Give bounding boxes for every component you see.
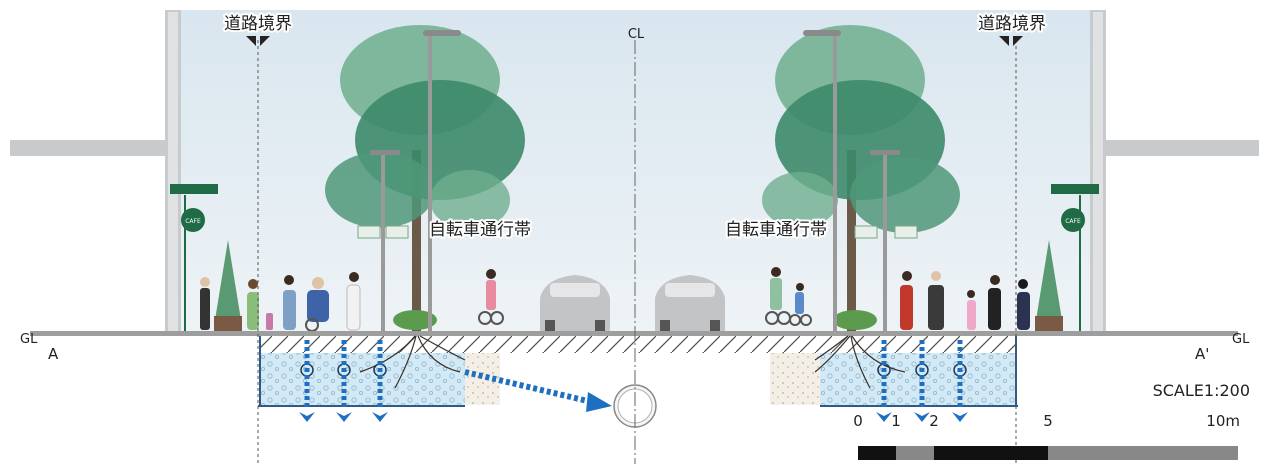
building-right: CAFE — [1051, 10, 1259, 332]
cyclists-right — [765, 267, 812, 326]
scale-segment — [934, 446, 1048, 460]
bike-lane-label-right: 自転車通行帯 — [725, 220, 827, 240]
street-light-right — [803, 30, 918, 332]
street-light-left — [357, 30, 461, 332]
bike-lane-label-left: 自転車通行帯 — [429, 220, 531, 240]
building-left: CAFE — [10, 10, 218, 332]
section-label-right: A' — [1195, 345, 1209, 363]
cafe-sign-text-right: CAFE — [1065, 218, 1081, 225]
scale-segment — [858, 446, 896, 460]
infiltration-zone-left — [260, 353, 465, 405]
scale-tick-label: 10m — [1206, 412, 1240, 430]
boundary-label-left: 道路境界 — [224, 14, 292, 34]
tree-roots-right — [814, 335, 906, 389]
tree-left — [325, 25, 525, 332]
awning-left — [170, 184, 218, 194]
scale-bar: 0 1 2 5 10m — [853, 412, 1240, 460]
sky-background — [165, 10, 1091, 332]
tree-roots-left — [359, 335, 466, 389]
centerline-label: CL — [628, 27, 645, 42]
gl-label-right: GL — [1232, 332, 1250, 347]
scale-segment — [896, 446, 934, 460]
pedestrians-left — [200, 272, 361, 332]
cafe-sign-right — [1061, 208, 1085, 232]
scale-tick-label: 5 — [1043, 412, 1053, 430]
scale-segment — [1048, 446, 1238, 460]
boundary-label-right: 道路境界 — [978, 14, 1046, 34]
shrub-left — [215, 240, 241, 320]
infiltration-arrows — [299, 340, 968, 422]
pedestrians-right — [900, 271, 1030, 330]
boundary-marker-left — [246, 36, 256, 46]
pavement-layer — [260, 336, 1016, 353]
shrub-right — [1036, 240, 1062, 320]
gl-label-left: GL — [20, 332, 38, 347]
scale-label: SCALE1:200 — [1153, 381, 1250, 400]
cafe-sign-text-left: CAFE — [185, 218, 201, 225]
boundary-marker-right — [999, 36, 1009, 46]
cyclist-left — [478, 269, 504, 325]
ground-surface — [30, 331, 1238, 336]
cafe-sign-left — [181, 208, 205, 232]
tree-right — [762, 25, 960, 332]
infiltration-zone-right — [820, 353, 1016, 405]
section-label-left: A — [48, 345, 59, 363]
scale-tick-label: 1 — [891, 412, 901, 430]
scale-tick-label: 0 — [853, 412, 863, 430]
car-left — [540, 275, 610, 332]
awning-right — [1051, 184, 1099, 194]
car-right — [655, 275, 725, 332]
scale-tick-label: 2 — [929, 412, 939, 430]
